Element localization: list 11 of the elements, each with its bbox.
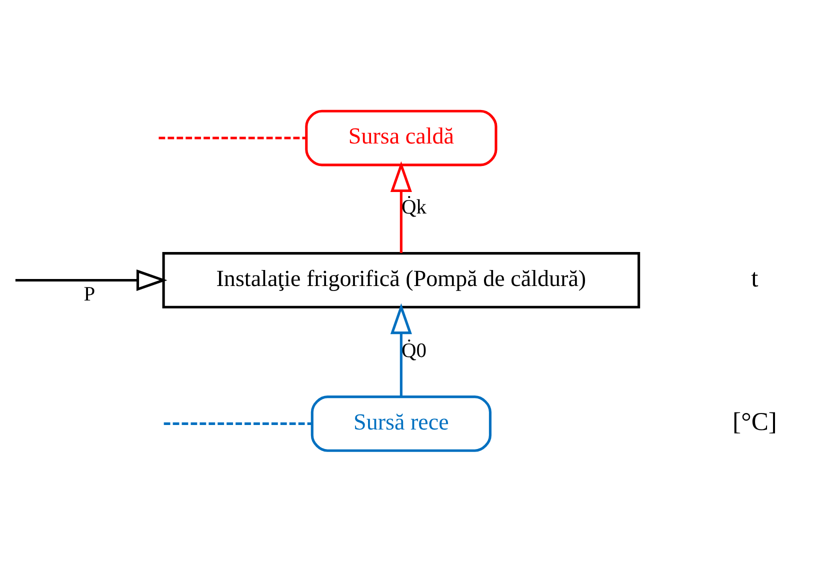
arrow <box>390 303 412 397</box>
label: [°C] <box>732 407 777 436</box>
node-box: Sursa caldă <box>305 110 498 166</box>
connector <box>164 422 312 425</box>
edge-label: P <box>84 283 96 306</box>
label: t <box>751 264 758 293</box>
node-box: Sursă rece <box>310 396 492 452</box>
arrow <box>390 161 412 253</box>
node-box: Instalaţie frigorifică (Pompă de căldură) <box>162 252 640 308</box>
arrow <box>15 269 168 291</box>
connector <box>158 136 306 140</box>
